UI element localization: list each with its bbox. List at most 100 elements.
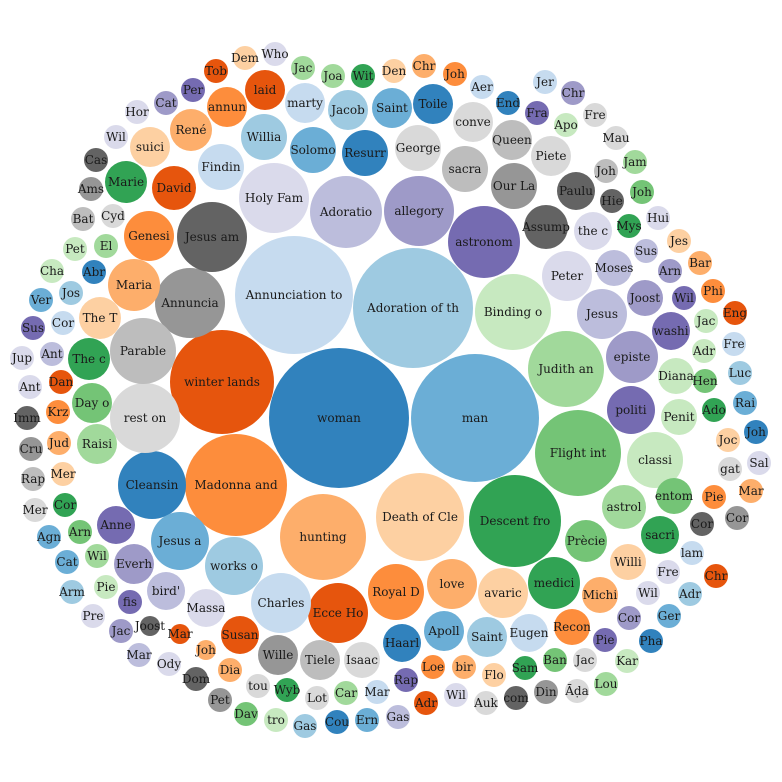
bubble[interactable]: Parable — [110, 318, 176, 384]
bubble[interactable]: Den — [382, 59, 407, 83]
bubble-circle[interactable] — [667, 229, 691, 253]
bubble[interactable]: episte — [606, 331, 658, 383]
bubble[interactable]: Wil — [444, 683, 468, 707]
bubble[interactable]: lam — [680, 541, 704, 565]
bubble-circle[interactable] — [293, 714, 317, 738]
bubble-circle[interactable] — [414, 691, 438, 715]
bubble[interactable]: Descent fro — [469, 475, 561, 567]
bubble-circle[interactable] — [105, 161, 147, 203]
bubble-circle[interactable] — [594, 159, 618, 183]
bubble[interactable]: politi — [607, 386, 655, 434]
bubble[interactable]: Resurr — [342, 130, 388, 176]
bubble-circle[interactable] — [413, 84, 453, 124]
bubble-circle[interactable] — [395, 125, 441, 171]
bubble[interactable]: Cor — [690, 512, 714, 536]
bubble[interactable]: Peter — [542, 251, 592, 301]
bubble[interactable]: Cat — [55, 550, 79, 574]
bubble[interactable]: Joh — [744, 420, 768, 444]
bubble[interactable]: Eugen — [510, 614, 549, 652]
bubble-circle[interactable] — [424, 611, 464, 651]
bubble[interactable]: Jacob — [328, 90, 368, 130]
bubble-circle[interactable] — [382, 59, 406, 83]
bubble[interactable]: Ody — [157, 652, 182, 676]
bubble[interactable]: winter lands — [170, 330, 274, 434]
bubble[interactable]: Jesus — [577, 289, 627, 339]
bubble-circle[interactable] — [656, 478, 692, 514]
bubble-circle[interactable] — [383, 624, 421, 662]
bubble[interactable]: Joh — [443, 62, 467, 86]
bubble[interactable]: Haarl — [383, 624, 421, 662]
bubble[interactable]: Adoration of th — [353, 248, 473, 368]
bubble[interactable]: Cor — [617, 606, 641, 630]
bubble-circle[interactable] — [372, 88, 412, 128]
bubble-circle[interactable] — [355, 708, 379, 732]
bubble[interactable]: Ban — [543, 648, 567, 672]
bubble-circle[interactable] — [94, 575, 118, 599]
bubble-circle[interactable] — [469, 475, 561, 567]
bubble[interactable]: Arm — [58, 580, 86, 604]
bubble-circle[interactable] — [204, 59, 228, 83]
bubble[interactable]: Cru — [19, 437, 43, 461]
bubble[interactable]: Ant — [40, 342, 64, 366]
bubble[interactable]: Assump — [521, 205, 570, 249]
bubble[interactable]: Mer — [22, 498, 48, 522]
bubble[interactable]: Adr — [678, 582, 702, 606]
bubble[interactable]: Ecce Ho — [308, 583, 368, 643]
bubble[interactable]: Eng — [723, 301, 747, 325]
bubble-circle[interactable] — [554, 113, 578, 137]
bubble[interactable]: Solomo — [290, 127, 336, 173]
bubble[interactable]: Dav — [234, 702, 258, 726]
bubble[interactable]: Raisi — [77, 424, 117, 464]
bubble[interactable]: com — [503, 686, 529, 710]
bubble[interactable]: Din — [534, 680, 558, 704]
bubble[interactable]: Mar — [126, 643, 152, 667]
bubble-circle[interactable] — [177, 202, 247, 272]
bubble-circle[interactable] — [623, 150, 647, 174]
bubble-circle[interactable] — [630, 180, 654, 204]
bubble-circle[interactable] — [207, 87, 247, 127]
bubble-circle[interactable] — [680, 541, 704, 565]
bubble-circle[interactable] — [328, 90, 368, 130]
bubble[interactable]: Jud — [47, 431, 71, 455]
bubble-circle[interactable] — [427, 559, 477, 609]
bubble-circle[interactable] — [108, 259, 160, 311]
bubble-circle[interactable] — [365, 680, 389, 704]
bubble-circle[interactable] — [491, 163, 537, 209]
bubble-circle[interactable] — [154, 91, 178, 115]
bubble[interactable]: Adr — [414, 691, 438, 715]
bubble-circle[interactable] — [325, 710, 349, 734]
bubble[interactable]: Royal D — [368, 564, 424, 620]
bubble[interactable]: The T — [79, 297, 121, 339]
bubble-circle[interactable] — [79, 177, 103, 201]
bubble-circle[interactable] — [577, 289, 627, 339]
bubble-circle[interactable] — [344, 642, 380, 678]
bubble-circle[interactable] — [565, 520, 607, 562]
bubble[interactable]: Auk — [473, 691, 499, 715]
bubble[interactable]: Tiele — [300, 640, 340, 680]
bubble-circle[interactable] — [693, 369, 717, 393]
bubble-circle[interactable] — [384, 176, 454, 246]
bubble-circle[interactable] — [170, 330, 274, 434]
bubble-circle[interactable] — [582, 577, 618, 613]
bubble[interactable]: Jesus a — [151, 512, 209, 570]
bubble-circle[interactable] — [596, 250, 632, 286]
bubble-circle[interactable] — [690, 512, 714, 536]
bubble-circle[interactable] — [285, 83, 325, 123]
bubble[interactable]: Ado — [701, 398, 726, 422]
bubble-circle[interactable] — [72, 383, 112, 423]
bubble[interactable]: Michi — [582, 577, 618, 613]
bubble-circle[interactable] — [504, 686, 528, 710]
bubble-circle[interactable] — [528, 557, 580, 609]
bubble[interactable]: Fre — [722, 332, 746, 356]
bubble-circle[interactable] — [718, 457, 742, 481]
bubble[interactable]: Piete — [531, 136, 571, 176]
bubble[interactable]: Judith an — [528, 331, 604, 407]
bubble-circle[interactable] — [60, 580, 84, 604]
bubble-circle[interactable] — [151, 512, 209, 570]
bubble-circle[interactable] — [147, 572, 185, 610]
bubble-circle[interactable] — [221, 616, 259, 654]
bubble-circle[interactable] — [21, 467, 45, 491]
bubble[interactable]: Holy Fam — [239, 163, 309, 233]
bubble[interactable]: Wit — [351, 64, 375, 88]
bubble-circle[interactable] — [678, 582, 702, 606]
